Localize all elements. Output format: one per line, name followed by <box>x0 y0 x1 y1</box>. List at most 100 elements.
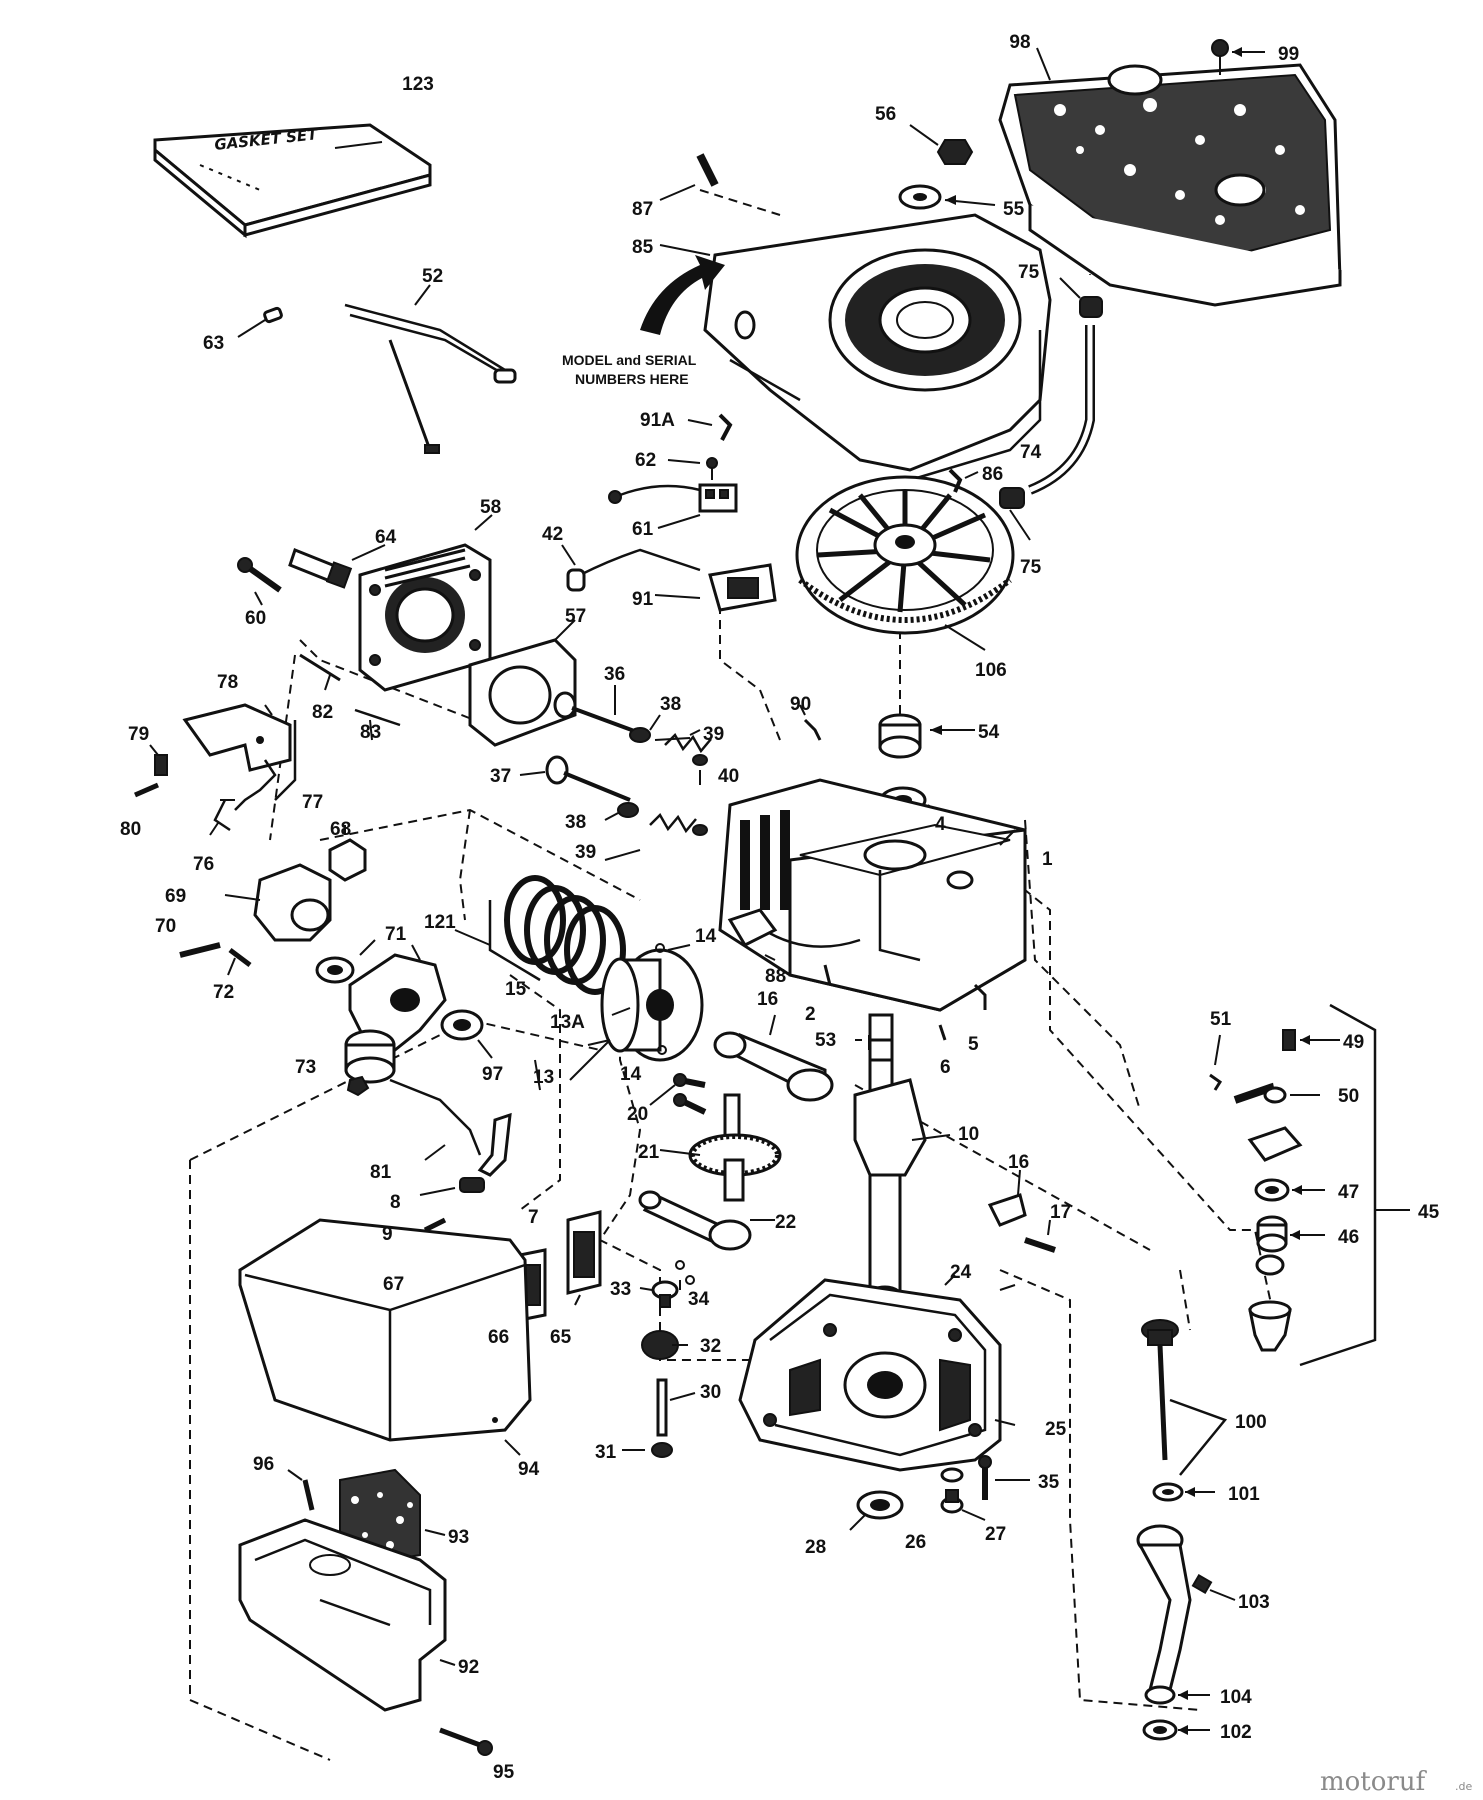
ignition-coil-91 <box>654 563 777 612</box>
label-38-lower: 38 <box>565 812 586 833</box>
air-cleaner-cover <box>998 63 1342 307</box>
label-68: 68 <box>330 819 351 840</box>
screw-49 <box>1282 1029 1340 1051</box>
motoruf-watermark: motoruf .de <box>1320 1767 1472 1797</box>
label-64: 64 <box>375 527 397 548</box>
air-cleaner-base-92 <box>238 1518 456 1712</box>
screw-95 <box>439 1727 493 1756</box>
label-95: 95 <box>493 1762 515 1783</box>
washer-31 <box>622 1442 673 1458</box>
bracket-45 <box>1299 1003 1410 1367</box>
label-94: 94 <box>518 1459 540 1480</box>
label-27: 27 <box>985 1524 1006 1545</box>
label-99: 99 <box>1278 44 1299 65</box>
valve-37 <box>545 755 631 802</box>
label-74: 74 <box>1020 442 1042 463</box>
label-leaders <box>220 47 1051 1291</box>
label-100: 100 <box>1235 1412 1267 1433</box>
screw-80 <box>134 782 159 798</box>
gasket-65 <box>566 1210 602 1306</box>
label-45: 45 <box>1418 1202 1440 1223</box>
gasket-71 <box>315 939 376 984</box>
flywheel-106 <box>795 475 1015 651</box>
label-8: 8 <box>390 1192 401 1213</box>
crankcase-cover-25 <box>738 1274 1016 1472</box>
label-51: 51 <box>1210 1009 1232 1030</box>
bolt-17 <box>1024 1219 1056 1253</box>
label-50: 50 <box>1338 1086 1359 1107</box>
label-35: 35 <box>1038 1472 1060 1493</box>
label-39-upper: 39 <box>703 724 724 745</box>
spring-39-upper <box>664 729 712 754</box>
label-24: 24 <box>950 1262 972 1283</box>
seal-45a <box>1255 1254 1285 1276</box>
part-labels: 123 98 99 56 55 87 85 75 52 63 MODEL and… <box>120 32 1440 1783</box>
label-14-upper: 14 <box>695 926 717 947</box>
ground-switch-61 <box>608 483 738 529</box>
retainer-38-upper <box>629 714 661 743</box>
label-56: 56 <box>875 104 896 125</box>
label-58: 58 <box>480 497 501 518</box>
label-104: 104 <box>1220 1687 1252 1708</box>
label-42: 42 <box>542 524 563 545</box>
label-96: 96 <box>253 1454 274 1475</box>
label-123: 123 <box>402 74 434 95</box>
pin-53 <box>855 1035 872 1050</box>
screw-72 <box>227 948 252 976</box>
label-6: 6 <box>940 1057 951 1078</box>
label-20: 20 <box>627 1104 648 1125</box>
clamp-8 <box>419 1177 485 1196</box>
bushing-46 <box>1256 1215 1325 1253</box>
clip-51 <box>1209 1034 1223 1091</box>
label-25: 25 <box>1045 1419 1067 1440</box>
label-33: 33 <box>610 1279 631 1300</box>
spring-39-lower <box>649 812 697 834</box>
cylinder-head-58 <box>358 514 493 692</box>
label-10: 10 <box>958 1124 979 1145</box>
label-90: 90 <box>790 694 811 715</box>
label-67: 67 <box>383 1274 404 1295</box>
label-75-lower: 75 <box>1020 557 1042 578</box>
bolt-35 <box>978 1455 1030 1500</box>
clamp-75-upper <box>1059 277 1103 318</box>
screw-87 <box>659 153 719 201</box>
keeper-40 <box>692 754 708 836</box>
blower-housing <box>703 213 1052 482</box>
label-32: 32 <box>700 1336 721 1357</box>
dowel-2 <box>823 964 832 986</box>
label-17: 17 <box>1050 1202 1071 1223</box>
label-97: 97 <box>482 1064 503 1085</box>
tappets-20 <box>673 1073 707 1115</box>
label-5: 5 <box>968 1034 979 1055</box>
model-serial-note-line1: MODEL and SERIAL <box>562 352 697 368</box>
lever-7 <box>477 1112 512 1177</box>
pins-34 <box>675 1260 695 1285</box>
label-60: 60 <box>245 608 266 629</box>
gasket-97 <box>440 1009 493 1059</box>
link-81 <box>389 1078 482 1161</box>
label-61: 61 <box>632 519 654 540</box>
retainer-38-lower <box>617 802 639 818</box>
label-102: 102 <box>1220 1722 1252 1743</box>
rod-cap-16 <box>987 1169 1027 1227</box>
gasket-set-box: GASKET SET <box>153 123 432 239</box>
spring-83 <box>354 708 401 741</box>
label-98: 98 <box>1009 32 1030 53</box>
crankshaft-10 <box>853 1013 951 1305</box>
label-78: 78 <box>217 672 238 693</box>
label-47: 47 <box>1338 1182 1359 1203</box>
tube-50 <box>1233 1082 1320 1104</box>
label-85: 85 <box>632 237 654 258</box>
valve-36 <box>553 685 646 737</box>
spark-plug-lead-42 <box>561 544 701 592</box>
label-92: 92 <box>458 1657 479 1678</box>
label-62: 62 <box>635 450 656 471</box>
label-21: 21 <box>638 1142 660 1163</box>
label-37: 37 <box>490 766 511 787</box>
label-87: 87 <box>632 199 653 220</box>
pin-6 <box>938 1024 947 1041</box>
oil-slinger-33 <box>639 1280 679 1308</box>
label-69: 69 <box>165 886 186 907</box>
nut-56 <box>909 124 974 165</box>
piston-13 <box>600 948 704 1062</box>
